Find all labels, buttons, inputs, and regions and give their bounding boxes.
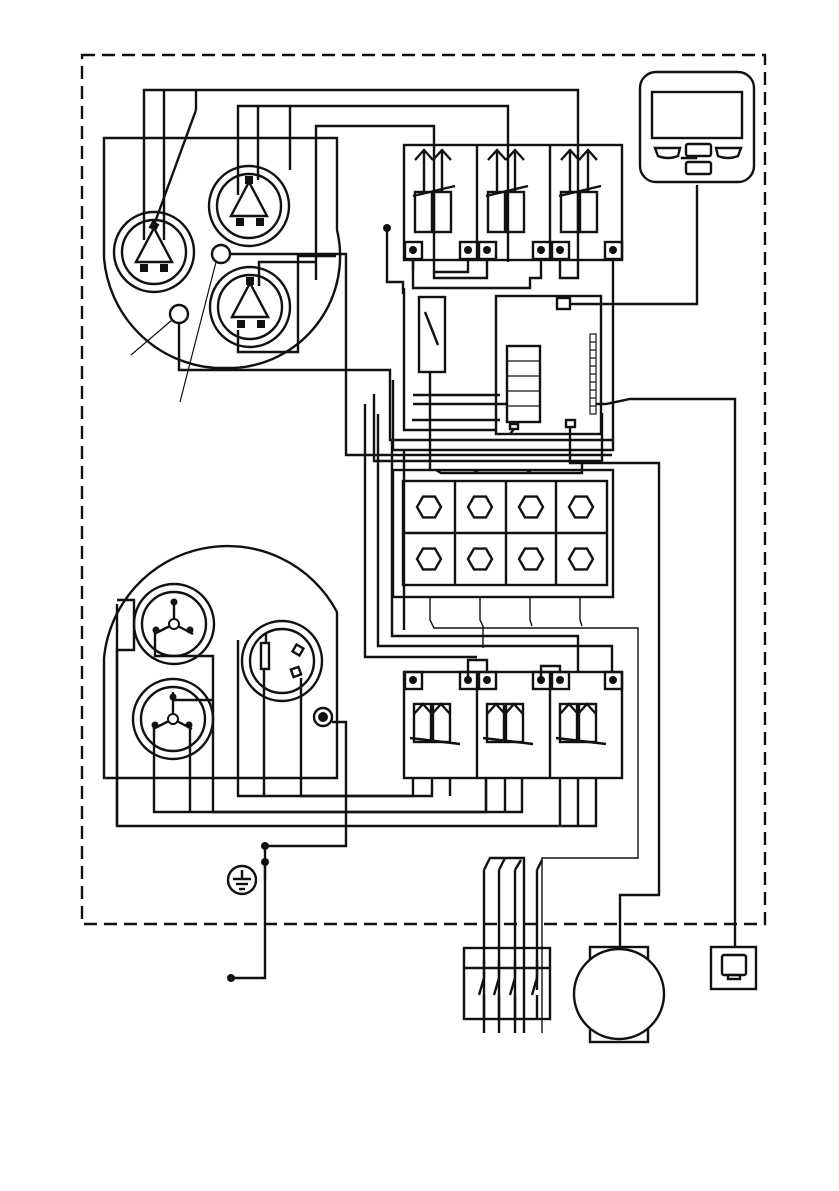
lower-contactor-3: [556, 704, 606, 744]
indicator-lamp-1: [212, 245, 230, 263]
board-pin-header: [590, 334, 596, 414]
display-button-left[interactable]: [655, 148, 680, 158]
display-screen: [652, 92, 742, 138]
terminal-nut-2-3: [519, 549, 543, 570]
terminal-block: [393, 470, 613, 597]
wiring-upper: [144, 90, 735, 947]
indicator-lamp-2: [170, 305, 188, 323]
upper-socket-2: [209, 166, 289, 246]
terminal-nut-2-1: [417, 549, 441, 570]
board-connector-top: [557, 298, 570, 309]
board-relay-block: [507, 346, 540, 422]
lower-contactor-1: [410, 704, 460, 744]
display-button-right[interactable]: [716, 148, 741, 158]
terminal-nut-1-2: [468, 497, 492, 518]
terminal-nut-1-4: [569, 497, 593, 518]
motor: [574, 947, 664, 1042]
lower-terminals: [405, 672, 622, 689]
lower-socket-a: [134, 584, 214, 664]
upper-contactor-3: [559, 150, 601, 232]
lower-socket-b: [133, 679, 213, 759]
lower-breaker-module: [404, 672, 622, 778]
ground-icon: [228, 866, 256, 894]
terminal-nut-1-1: [417, 497, 441, 518]
display-button-bottom[interactable]: [686, 162, 711, 174]
terminal-nut-2-4: [569, 549, 593, 570]
upper-socket-3: [210, 267, 290, 347]
lower-contactor-2: [483, 704, 533, 744]
upper-socket-panel: [104, 138, 340, 402]
display-panel: [640, 72, 754, 182]
display-button-center[interactable]: [686, 144, 711, 156]
control-board: [496, 296, 601, 434]
comms-socket: [711, 947, 756, 989]
terminal-nut-1-3: [519, 497, 543, 518]
wiring-lower: [117, 597, 638, 1033]
upper-terminals: [405, 242, 622, 259]
aux-relay: [419, 297, 445, 372]
upper-breaker-module: [404, 145, 622, 260]
lower-socket-c: [242, 621, 322, 701]
terminal-nut-2-2: [468, 549, 492, 570]
